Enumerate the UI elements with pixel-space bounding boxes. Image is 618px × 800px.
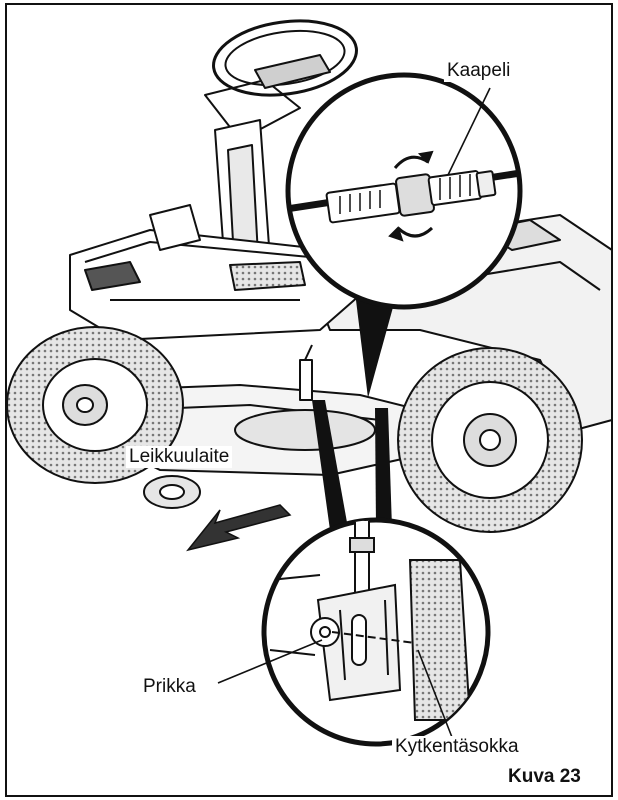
zoom-cable-connector [285,72,523,310]
figure-caption: Kuva 23 [508,766,581,787]
leader-line-washer [217,639,323,684]
zoom-hitch-pin [217,517,491,747]
label-hitch-pin: Kytkentäsokka [392,736,522,758]
rear-wheel [397,347,583,533]
leader-line-hitch-pin [417,649,456,746]
zoom-pointer-top [355,292,395,398]
front-wheel [6,326,184,484]
label-washer: Prikka [140,676,199,698]
zoom-pointer-bottom [312,400,392,530]
direction-arrow [186,504,292,552]
label-cable: Kaapeli [444,60,514,82]
deck-caster-wheel [143,475,201,509]
leader-line-cable [447,87,491,176]
riding-mower [69,19,613,476]
label-cutting-deck: Leikkuulaite [126,446,233,468]
